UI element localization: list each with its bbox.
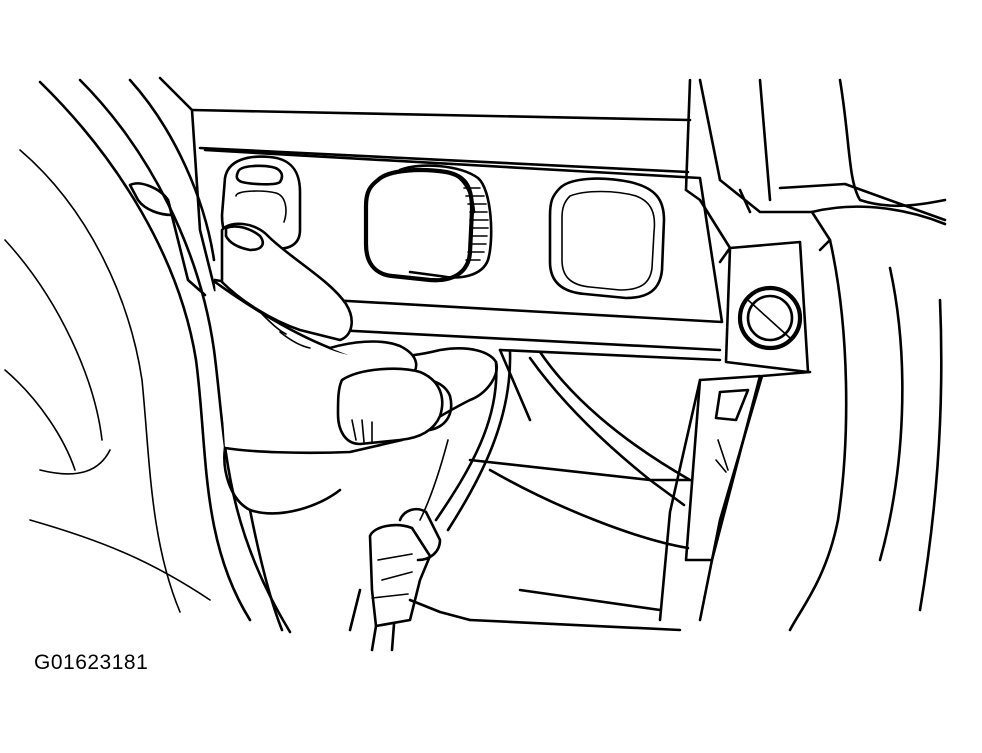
steering-wheel-rim [4, 78, 292, 634]
lower-console-bracket [468, 348, 722, 632]
vertical-slot-trim [658, 370, 812, 622]
column-shroud [128, 76, 217, 297]
center-rotary-knob [363, 164, 493, 283]
right-switch [548, 177, 666, 300]
upper-dash-panel [190, 78, 722, 192]
wire-harness [348, 350, 512, 652]
side-panel-right [778, 78, 947, 632]
figure-id-label: G01623181 [34, 651, 149, 674]
